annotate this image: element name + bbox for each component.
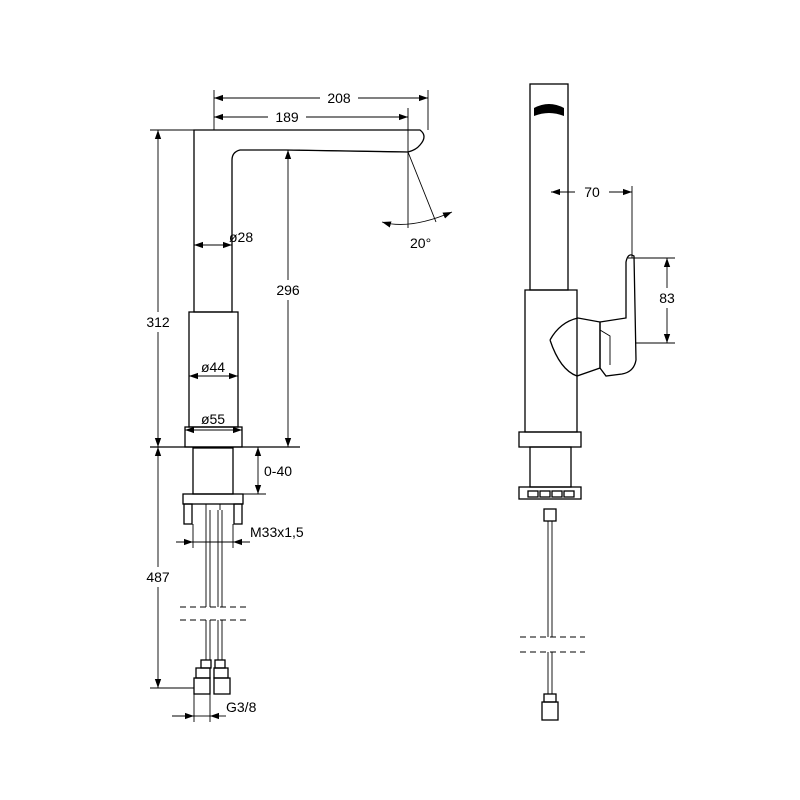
dim-208-label: 208	[327, 90, 351, 106]
side-hose-fitting-bottom	[543, 693, 557, 703]
dim-296-label: 296	[276, 282, 300, 298]
dim-83-label: 83	[659, 290, 675, 306]
fixing-bolt-left	[183, 503, 193, 525]
side-fixing-plate	[518, 486, 582, 500]
side-view: 70 83	[518, 83, 684, 721]
side-aerator-cap	[534, 104, 564, 116]
dim-d55-label: ø55	[201, 411, 225, 427]
dim-189-label: 189	[275, 109, 299, 125]
dim-d44-label: ø44	[201, 359, 225, 375]
dim-thread-label: M33x1,5	[250, 524, 304, 540]
dim-g38-label: G3/8	[226, 699, 257, 715]
dim-deck-label: 0-40	[264, 463, 292, 479]
extension-lines	[150, 90, 437, 722]
side-lever-edge	[599, 329, 611, 365]
side-body	[524, 289, 578, 433]
dim-70-label: 70	[584, 184, 600, 200]
front-view: 208 189 312 296 20° ø28 ø44 ø55 0-40 M33	[140, 88, 453, 722]
dim-d28-label: ø28	[229, 229, 253, 245]
dim-angle-label: 20°	[410, 235, 431, 251]
fixing-bolt-right	[233, 503, 243, 525]
hoses	[180, 510, 250, 660]
side-lever-body-joint	[549, 317, 601, 377]
side-hose-fitting-top	[543, 508, 557, 522]
side-base-ring	[518, 431, 582, 448]
dim-angle-arc	[381, 211, 453, 228]
side-shank	[529, 446, 572, 488]
hose-fittings	[193, 659, 231, 695]
spout-aerator-line	[285, 149, 409, 153]
side-lever-handle	[599, 254, 637, 377]
dim-312-label: 312	[146, 314, 170, 330]
spout-outline	[193, 129, 425, 313]
shank	[192, 447, 234, 495]
dim-487-label: 487	[146, 569, 170, 585]
fixing-plate	[182, 493, 244, 505]
